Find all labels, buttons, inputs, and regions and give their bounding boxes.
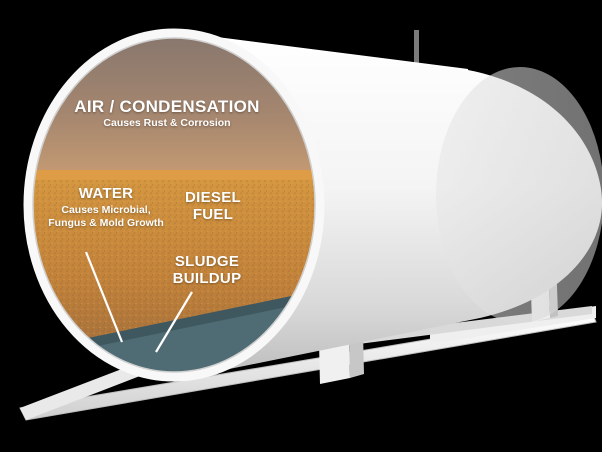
sludge-pointer-line bbox=[155, 291, 193, 353]
sludge-buildup-line1: SLUDGE bbox=[174, 253, 240, 270]
diesel-fuel-line1: DIESEL bbox=[185, 189, 241, 206]
water-pointer-line bbox=[84, 251, 124, 343]
air-condensation-subtitle: Causes Rust & Corrosion bbox=[103, 116, 231, 129]
sludge-buildup-line2: BUILDUP bbox=[172, 269, 242, 287]
tank-end-rim bbox=[23, 28, 325, 382]
diesel-fuel-line2: FUEL bbox=[192, 205, 234, 223]
water-label: WATER Causes Microbial, Fungus & Mold Gr… bbox=[36, 186, 176, 230]
air-condensation-label: AIR / CONDENSATION Causes Rust & Corrosi… bbox=[62, 98, 272, 129]
sludge-buildup-label: SLUDGE BUILDUP bbox=[162, 253, 252, 288]
air-condensation-title: AIR / CONDENSATION bbox=[74, 97, 260, 116]
water-title: WATER bbox=[78, 185, 134, 202]
water-subtitle-line2: Fungus & Mold Growth bbox=[48, 216, 164, 229]
water-subtitle-line1: Causes Microbial, bbox=[61, 203, 151, 216]
diesel-fuel-label: DIESEL FUEL bbox=[178, 189, 248, 224]
